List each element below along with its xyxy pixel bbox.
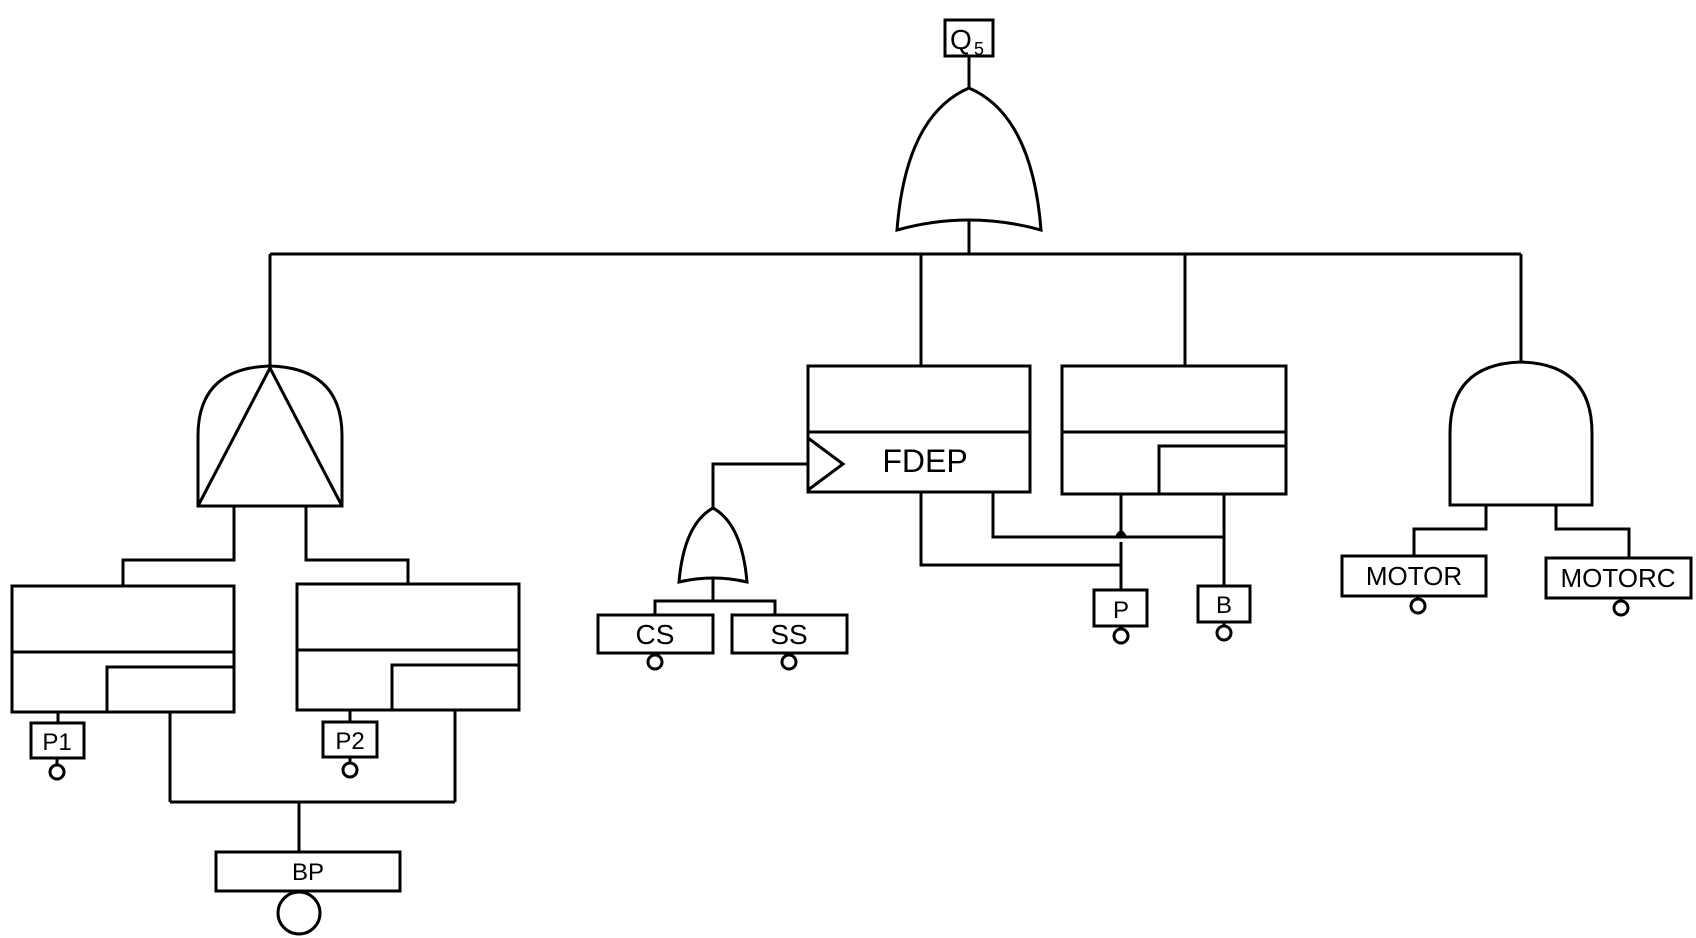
event-box (321, 720, 379, 759)
top-event-subscript: 5 (974, 39, 984, 59)
pand-gate (121, 364, 410, 586)
event-box (1544, 556, 1693, 600)
event-box (214, 850, 402, 893)
basic-event-bp: BP (170, 800, 455, 936)
basic-event-p2: P2 (321, 720, 379, 779)
dependent-connector (991, 492, 1224, 539)
event-label: SS (770, 619, 807, 650)
basic-event-circle (1409, 597, 1427, 615)
pand-gate-shape (196, 364, 344, 508)
basic-event-b: B (1196, 584, 1252, 642)
connector-line (304, 506, 410, 584)
top-bus (268, 252, 1523, 368)
connector-line (1412, 505, 1488, 556)
basic-event-circle (1112, 627, 1130, 645)
spare-slot (105, 665, 234, 712)
basic-event-circle (1612, 599, 1630, 617)
and-gate-shape (1448, 360, 1594, 507)
top-event-label: Q (950, 24, 972, 55)
or-gate-shape (895, 86, 1043, 233)
basic-event-cs: CS (596, 613, 715, 671)
line-crossing-hop (1115, 530, 1127, 538)
top-or-gate (895, 86, 1043, 254)
basic-event-circle (276, 890, 322, 936)
trigger-connector (711, 462, 808, 508)
spare-slot (390, 663, 519, 710)
event-label: MOTORC (1560, 563, 1675, 593)
basic-event-ss: SS (730, 613, 849, 671)
basic-event-p: P (1092, 588, 1149, 645)
spare-gate-1 (10, 584, 236, 802)
event-label: B (1216, 592, 1232, 619)
trigger-or-gate (653, 506, 777, 615)
spare-gate-box (1060, 364, 1288, 496)
spare-slot (1157, 444, 1286, 494)
basic-event-motor: MOTOR (1340, 554, 1488, 615)
trigger-arrow (807, 436, 846, 492)
connector-line (1554, 505, 1631, 558)
or-gate-shape (677, 506, 749, 584)
basic-event-circle (646, 653, 664, 671)
spare-gate-2 (295, 582, 521, 802)
dependent-connector (919, 492, 1123, 590)
basic-event-circle (341, 761, 359, 779)
spare-gate-3 (1060, 364, 1288, 586)
event-label: BP (292, 859, 324, 886)
event-label: P (1113, 597, 1129, 624)
fdep-gate: FDEP (711, 364, 1224, 590)
basic-event-circle (48, 763, 66, 781)
basic-event-motorc: MOTORC (1544, 556, 1693, 617)
event-label: P1 (42, 729, 71, 756)
event-label: CS (636, 619, 675, 650)
basic-event-circle (1215, 624, 1233, 642)
connector-line (653, 599, 777, 615)
top-event-q5: Q 5 (943, 18, 995, 88)
basic-event-circle (780, 653, 798, 671)
spare-gate-box (10, 584, 236, 714)
spare-gate-box (295, 582, 521, 712)
connector-line (121, 506, 236, 586)
fdep-label: FDEP (882, 443, 967, 479)
event-label: MOTOR (1366, 561, 1462, 591)
fdep-gate-box (806, 364, 1032, 494)
event-box (1340, 554, 1488, 598)
event-label: P2 (335, 728, 364, 755)
basic-event-p1: P1 (29, 721, 86, 781)
priority-triangle (196, 364, 344, 507)
and-gate (1412, 360, 1631, 558)
event-box (596, 613, 715, 655)
